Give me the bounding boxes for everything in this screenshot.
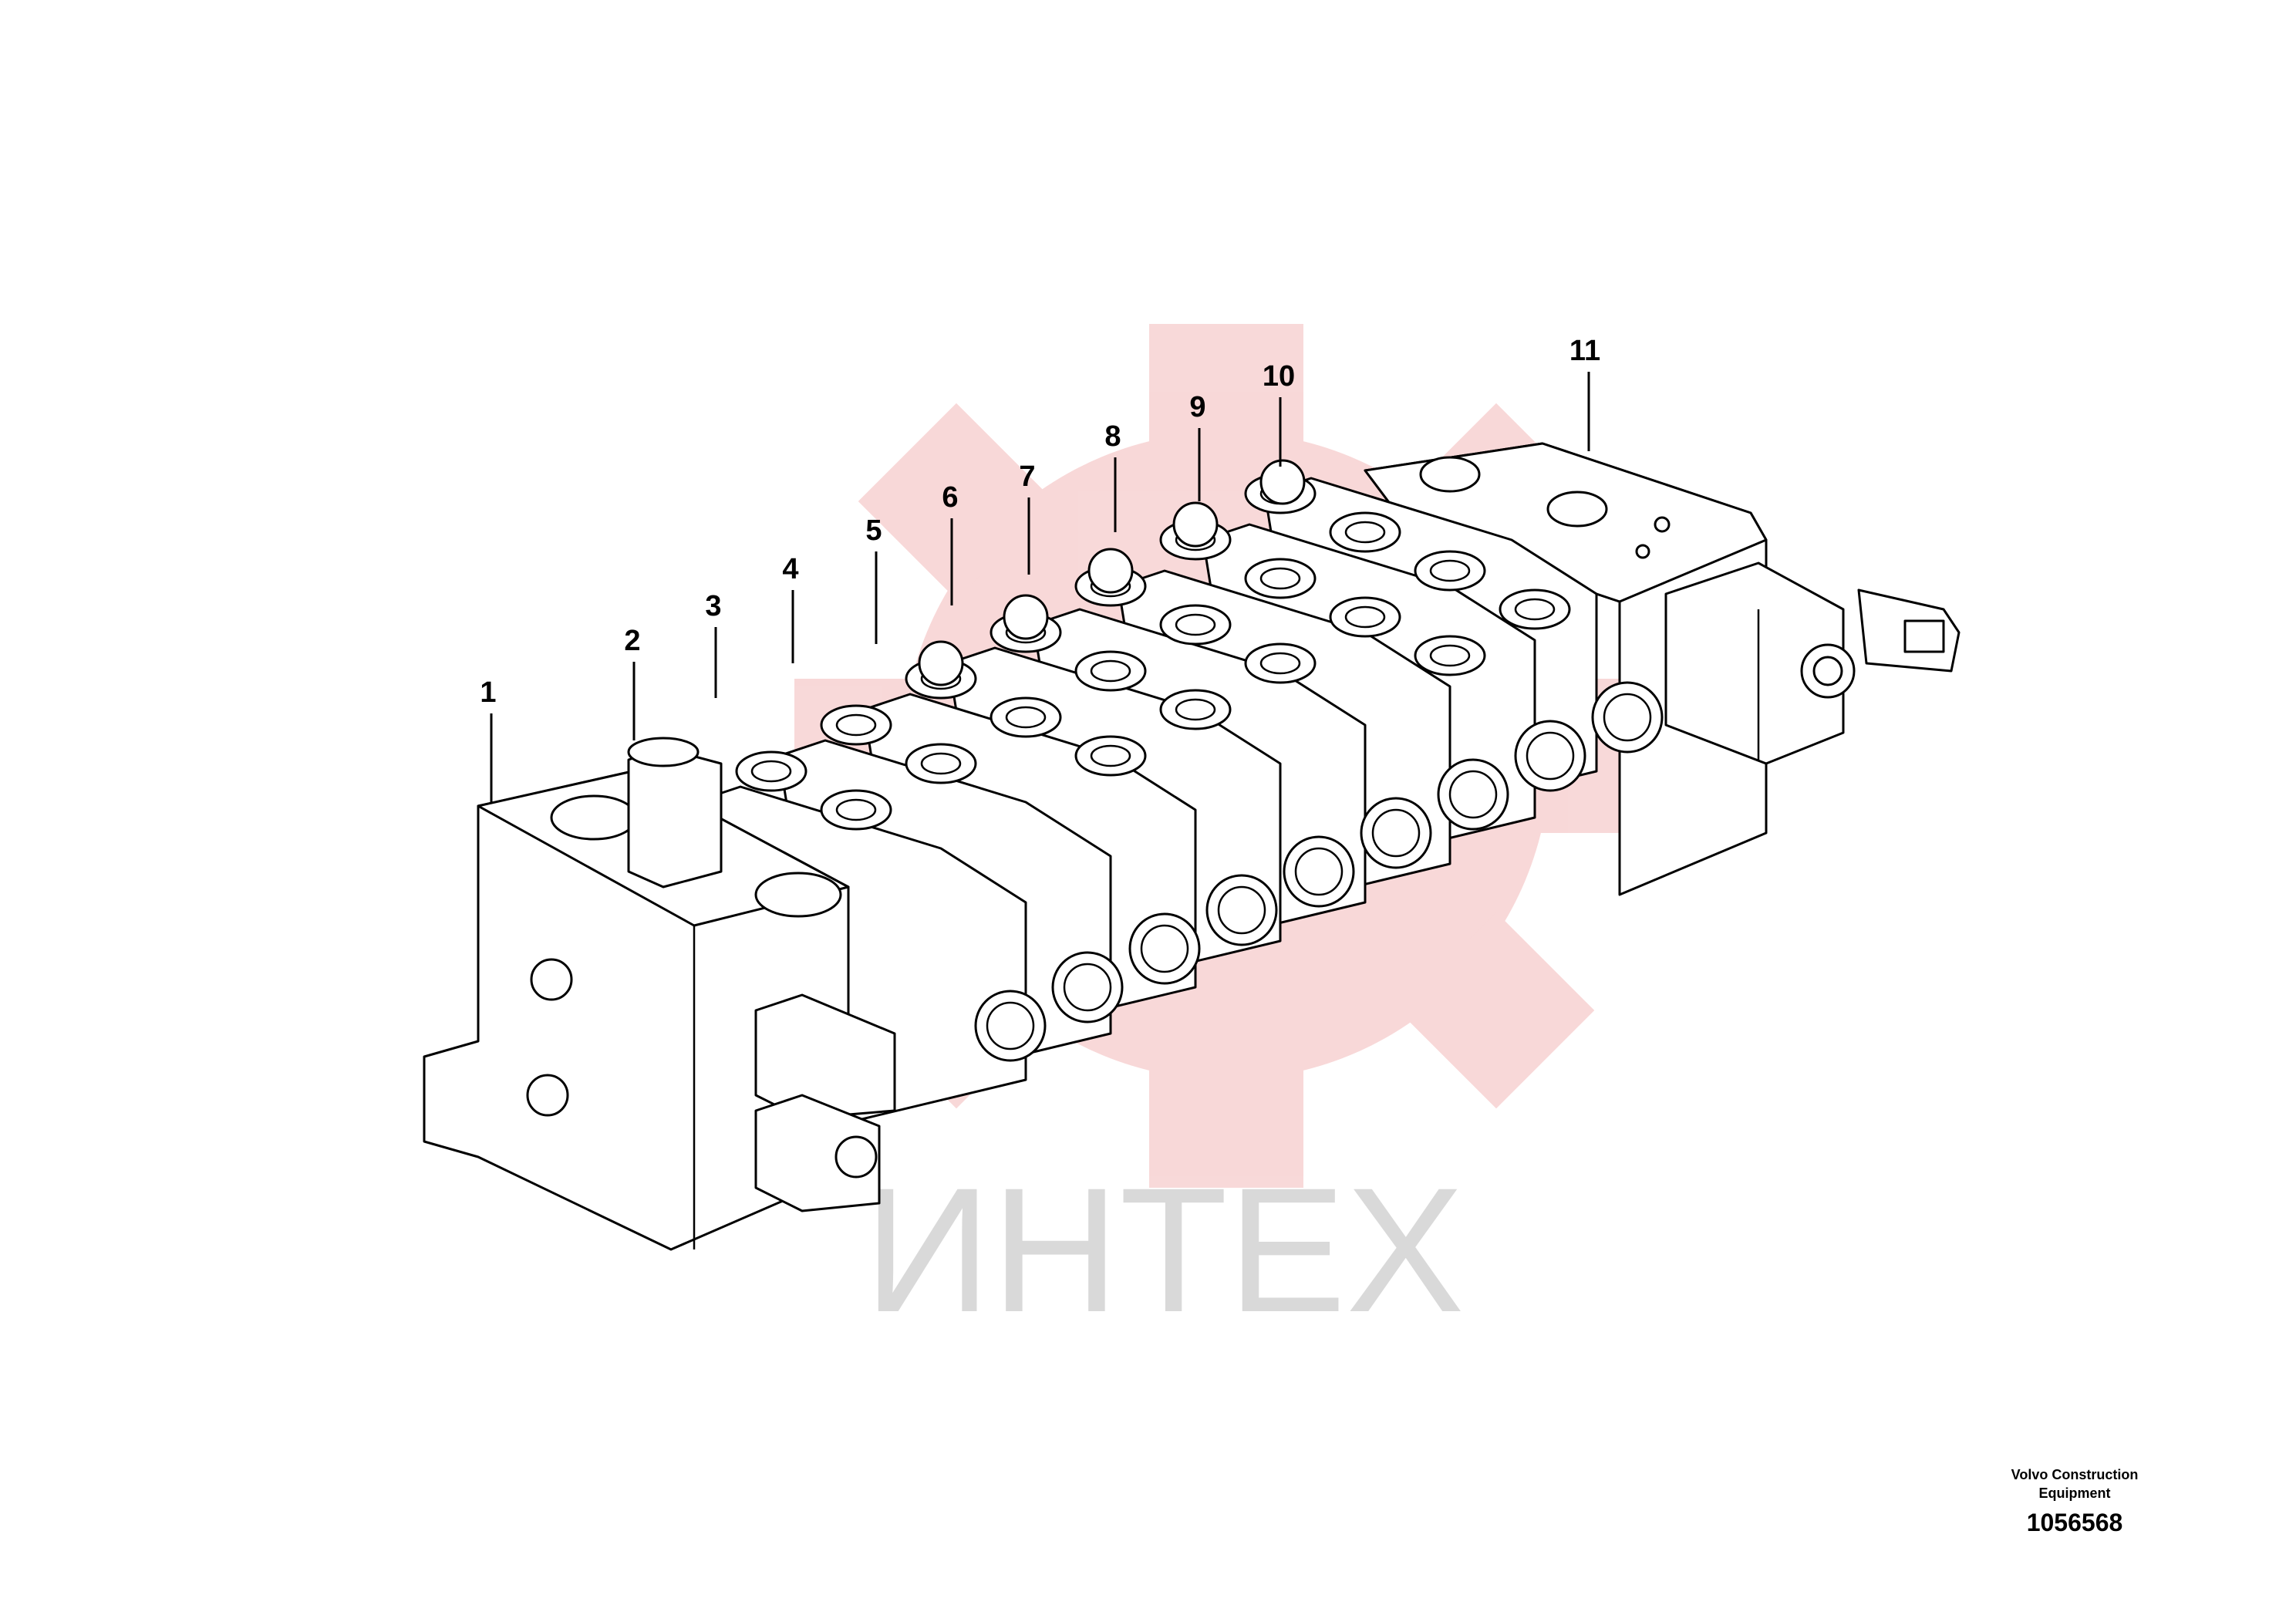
callout-7: 7 bbox=[1019, 460, 1036, 575]
callout-4: 4 bbox=[782, 553, 799, 663]
callout-label-3: 3 bbox=[705, 590, 721, 622]
callout-label-9: 9 bbox=[1189, 391, 1205, 423]
callout-label-11: 11 bbox=[1569, 335, 1600, 367]
callout-label-5: 5 bbox=[865, 514, 882, 547]
callout-10: 10 bbox=[1263, 360, 1295, 467]
illustration-number: 1056568 bbox=[2026, 1509, 2123, 1536]
manufacturer-label: Volvo Construction Equipment bbox=[2011, 1467, 2139, 1501]
top-plugs bbox=[918, 459, 1306, 686]
callout-2: 2 bbox=[624, 625, 641, 740]
callout-8: 8 bbox=[1104, 420, 1121, 532]
spool-caps bbox=[974, 681, 1664, 1062]
callout-label-6: 6 bbox=[942, 481, 958, 514]
watermark-text: ИНТЕХ bbox=[864, 1151, 1465, 1349]
valve-assembly-drawing bbox=[423, 442, 1961, 1251]
callout-label-7: 7 bbox=[1019, 460, 1035, 493]
callout-label-1: 1 bbox=[480, 676, 496, 709]
callout-label-8: 8 bbox=[1104, 420, 1121, 453]
callout-9: 9 bbox=[1189, 391, 1206, 501]
callout-5: 5 bbox=[865, 514, 882, 644]
inlet-block bbox=[423, 737, 896, 1251]
callout-1: 1 bbox=[480, 676, 497, 802]
callout-label-2: 2 bbox=[624, 625, 640, 657]
callout-3: 3 bbox=[705, 590, 722, 698]
credit-block: Volvo Construction Equipment 1056568 bbox=[1974, 1465, 2175, 1539]
callout-11: 11 bbox=[1569, 335, 1600, 451]
end-cover-block bbox=[1364, 442, 1961, 896]
callout-label-4: 4 bbox=[782, 553, 798, 585]
callout-6: 6 bbox=[942, 481, 959, 605]
callout-label-10: 10 bbox=[1263, 360, 1295, 393]
